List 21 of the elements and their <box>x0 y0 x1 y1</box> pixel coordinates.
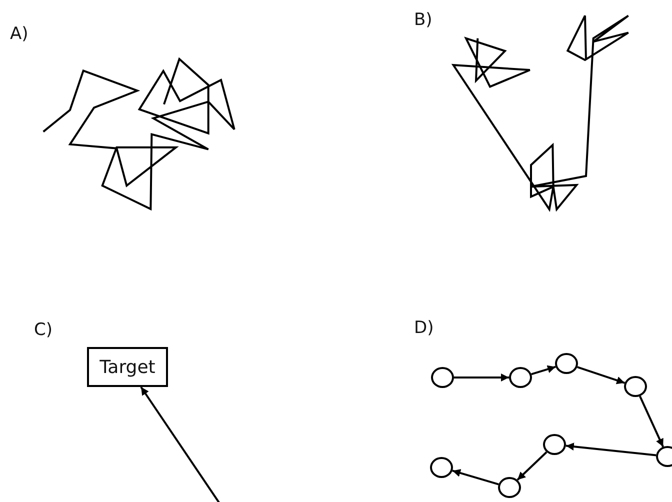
state-circle <box>624 376 647 397</box>
arrow <box>454 374 509 382</box>
state-circle <box>498 477 521 498</box>
panel-label: A) <box>10 24 28 44</box>
panel-label: D) <box>414 318 434 338</box>
arrow <box>639 396 664 448</box>
state-circle <box>430 457 453 478</box>
arrow <box>140 386 221 502</box>
state-circle <box>543 434 566 455</box>
arrow <box>516 451 548 481</box>
node-label: Target <box>100 356 156 378</box>
arrow <box>531 365 556 376</box>
arrow <box>452 469 499 486</box>
state-circle <box>555 353 578 374</box>
state-circle <box>431 367 454 388</box>
panel-label: B) <box>414 10 432 30</box>
state-circle <box>509 367 532 388</box>
arrow <box>576 366 626 384</box>
panel-label: C) <box>34 320 53 340</box>
target-box <box>87 347 168 387</box>
arrow <box>566 442 656 456</box>
